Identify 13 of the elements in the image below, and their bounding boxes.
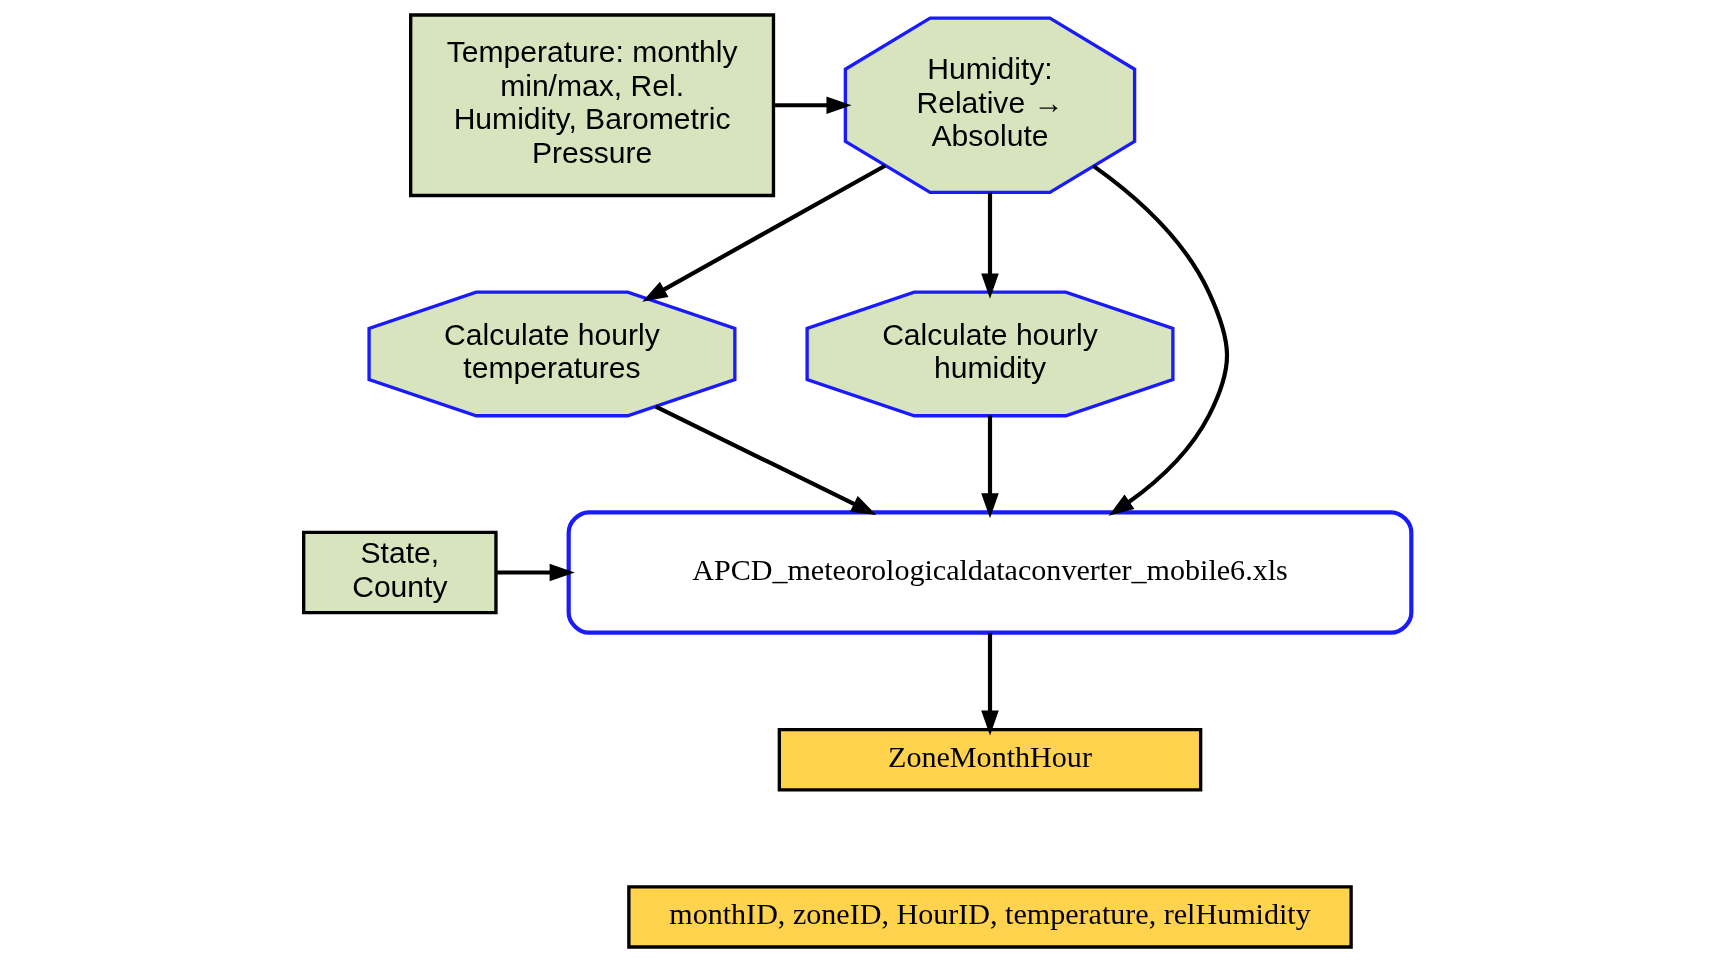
arrow [980, 415, 999, 519]
arrow [495, 563, 575, 582]
node-box: Temperature: monthly min/max, Rel. Humidity, Barometric Pressure [408, 13, 775, 198]
arrow [654, 404, 876, 515]
arrow [641, 163, 886, 302]
arrow [980, 632, 999, 736]
node-box: ZoneMonthHour [777, 728, 1202, 792]
node-box: APCD_meteorologicaldataconverter_mobile6.xls [566, 510, 1413, 635]
node-box: State, County [301, 530, 498, 615]
node-box: monthID, zoneID, HourID, temperature, relHumidity [626, 885, 1353, 949]
arrow [1091, 164, 1229, 516]
arrow [773, 96, 852, 115]
arrow [980, 192, 999, 299]
